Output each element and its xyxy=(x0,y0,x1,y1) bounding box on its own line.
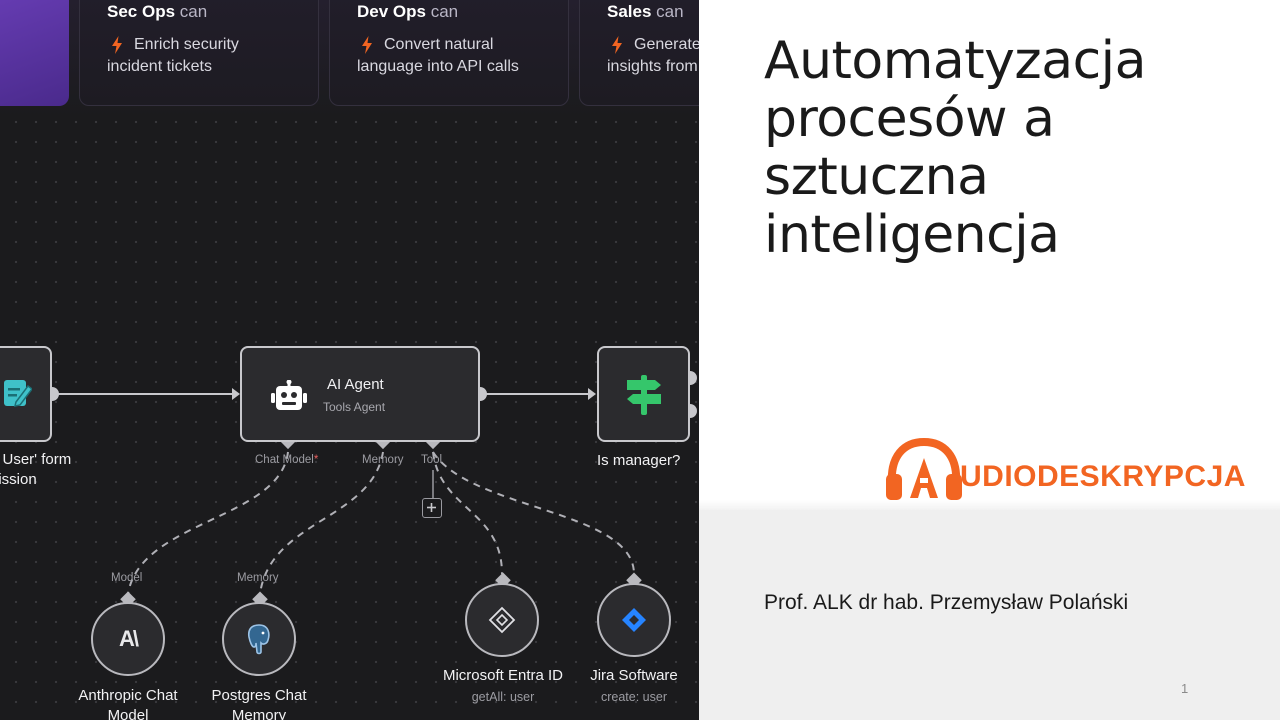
use-case-card-sales[interactable]: Sales can Generate insights from xyxy=(579,0,699,106)
is-manager-label: Is manager? xyxy=(597,452,681,469)
microsoft-entra-id-node[interactable] xyxy=(465,583,539,657)
signpost-icon xyxy=(627,375,661,415)
ai-agent-node[interactable]: AI Agent Tools Agent xyxy=(240,346,480,442)
use-case-description: Enrich security incident tickets xyxy=(107,36,239,75)
anthropic-logo-icon: A\ xyxy=(119,626,139,651)
model-connection[interactable] xyxy=(127,451,289,595)
use-case-title: Sec Ops can xyxy=(107,2,208,21)
robot-icon xyxy=(271,380,307,410)
form-edit-icon xyxy=(4,380,32,407)
form-trigger-label: e User' form nission xyxy=(0,451,72,488)
jira-icon xyxy=(622,608,646,632)
headphones-icon xyxy=(886,437,962,500)
memory-port-label: Memory xyxy=(362,454,404,466)
microsoft-entra-id-operation: getAll: user xyxy=(471,690,535,704)
microsoft-entra-id-label: Microsoft Entra ID xyxy=(442,667,564,684)
tool-connection[interactable] xyxy=(432,451,503,575)
bolt-icon xyxy=(112,36,122,54)
use-case-description: Generate insights from xyxy=(607,36,699,75)
use-case-card-devops[interactable]: Dev Ops can Convert natural language int… xyxy=(329,0,569,106)
memory-connection[interactable] xyxy=(259,451,384,595)
add-tool-button[interactable] xyxy=(422,498,442,518)
jira-software-label: Jira Software xyxy=(590,667,678,684)
use-case-card-secops[interactable]: Sec Ops can Enrich security incident tic… xyxy=(79,0,319,106)
logo-text: UDIODESKRYPCJA xyxy=(960,460,1246,493)
band-shadow xyxy=(699,500,1280,510)
postgres-elephant-icon xyxy=(247,624,270,655)
use-case-title: Dev Ops can xyxy=(357,2,459,21)
model-sub-port-label: Model xyxy=(111,572,143,584)
agent-title: AI Agent xyxy=(327,376,384,393)
slide-page-number: 1 xyxy=(1181,681,1189,696)
jira-software-node[interactable] xyxy=(597,583,671,657)
slide-author: Prof. ALK dr hab. Przemysław Polański xyxy=(764,591,1129,614)
slide-title: Automatyzacja procesów a sztuczna inteli… xyxy=(764,31,1146,265)
entra-id-icon xyxy=(488,606,516,634)
jira-software-operation: create: user xyxy=(600,690,667,704)
anthropic-chat-model-label: Anthropic Chat Model xyxy=(78,687,178,720)
form-trigger-node[interactable] xyxy=(0,346,52,442)
workflow-canvas[interactable]: Sec Ops can Enrich security incident tic… xyxy=(0,0,699,720)
use-case-description: Convert natural language into API calls xyxy=(357,36,519,75)
audiodeskrypcja-logo: UDIODESKRYPCJA xyxy=(886,437,1245,504)
bolt-icon xyxy=(362,36,372,54)
postgres-chat-memory-label: Postgres Chat Memory xyxy=(211,687,307,720)
postgres-chat-memory-node[interactable] xyxy=(222,602,296,676)
anthropic-chat-model-node[interactable]: A\ xyxy=(91,602,165,676)
is-manager-node[interactable] xyxy=(597,346,690,442)
slide-footer-band xyxy=(699,510,1280,720)
memory-sub-port-label: Memory xyxy=(237,572,279,584)
bolt-icon xyxy=(612,36,622,54)
use-case-title: Sales can xyxy=(607,2,684,21)
plus-icon xyxy=(427,503,436,512)
highlight-card[interactable] xyxy=(0,0,69,106)
agent-subtitle: Tools Agent xyxy=(323,400,386,414)
tool-connection[interactable] xyxy=(432,451,635,575)
tool-port-label: Tool xyxy=(421,454,443,466)
chat-model-port-label: Chat Model* xyxy=(255,454,319,466)
